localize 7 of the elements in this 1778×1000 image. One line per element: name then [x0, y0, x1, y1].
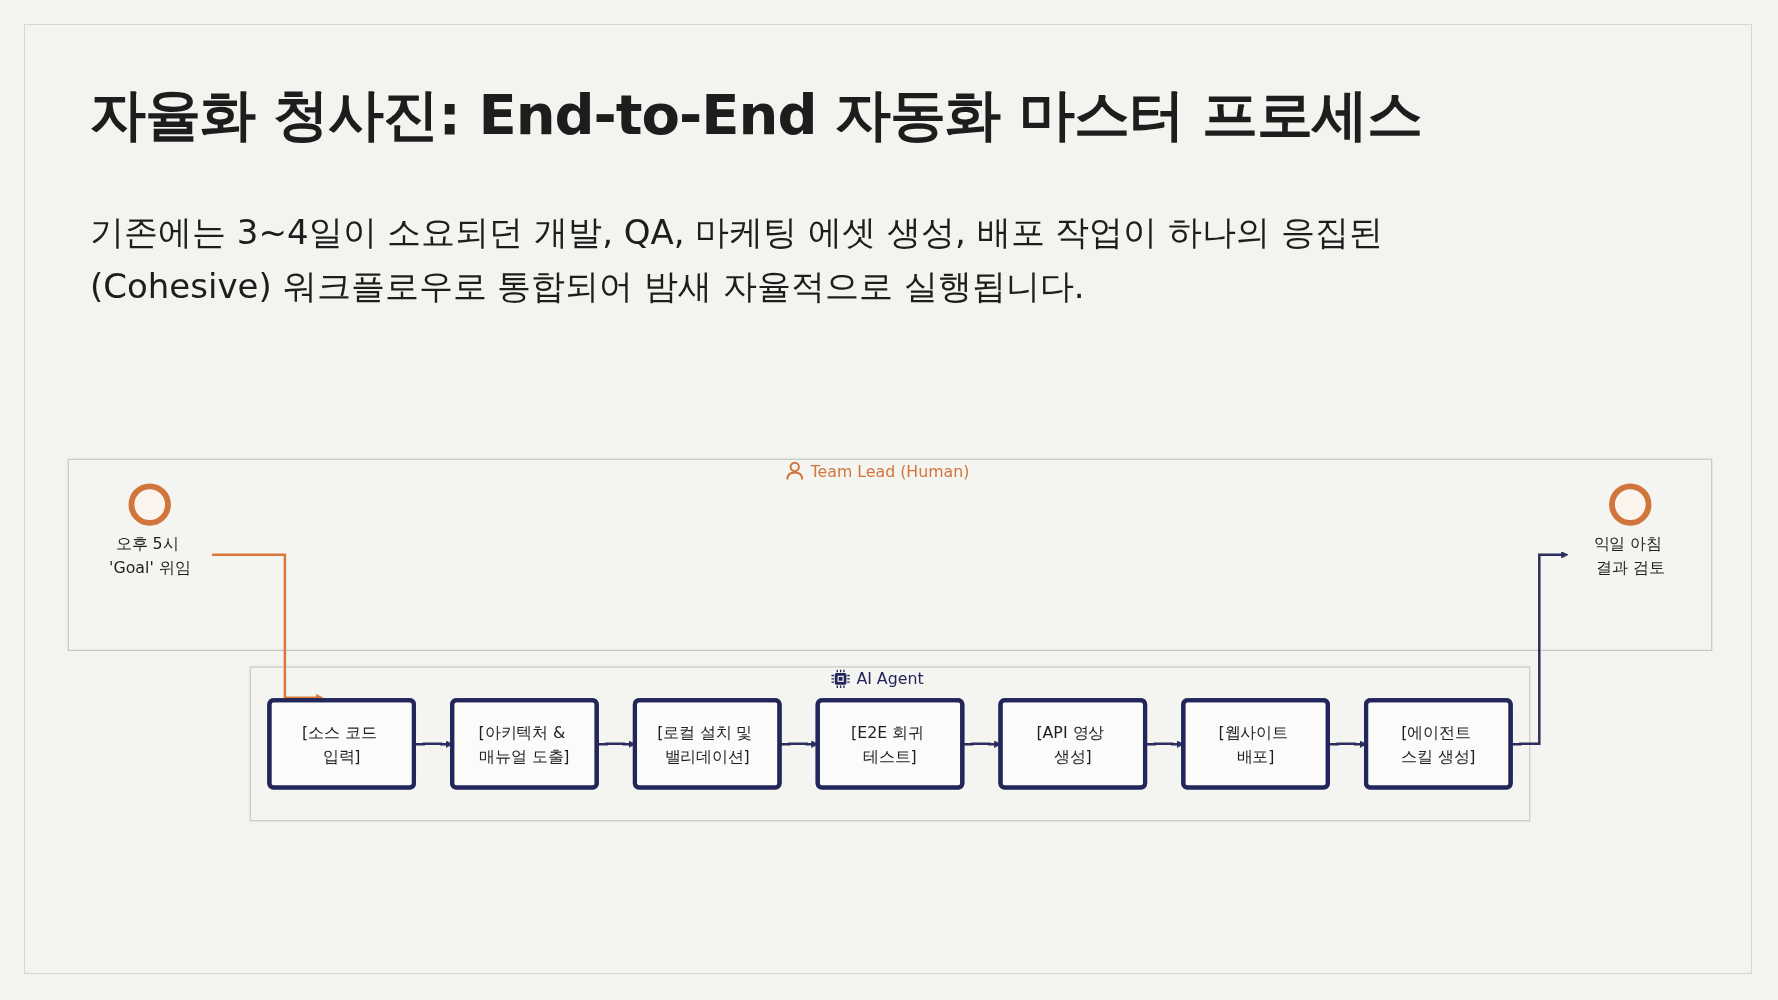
- title: 자율화 청사진: End-to-End 자동화 마스터 프로세스: [90, 81, 1422, 149]
- node-label: 익일 아침 결과 검토: [1593, 533, 1665, 576]
- subtitle: 기존에는 3~4일이 소요되던 개발, QA, 마케팅 에셋 생성, 배포 작업이 하나의 응집된(Cohesive) 워크플로우로 통합되어 밤새 자율적으로 실행됩니다.: [90, 211, 1385, 309]
- node-circle: [1609, 483, 1652, 526]
- node-circle: [128, 483, 171, 526]
- arrow: [1511, 551, 1569, 746]
- node-label: 오후 5시 'Goal' 위임: [109, 533, 191, 576]
